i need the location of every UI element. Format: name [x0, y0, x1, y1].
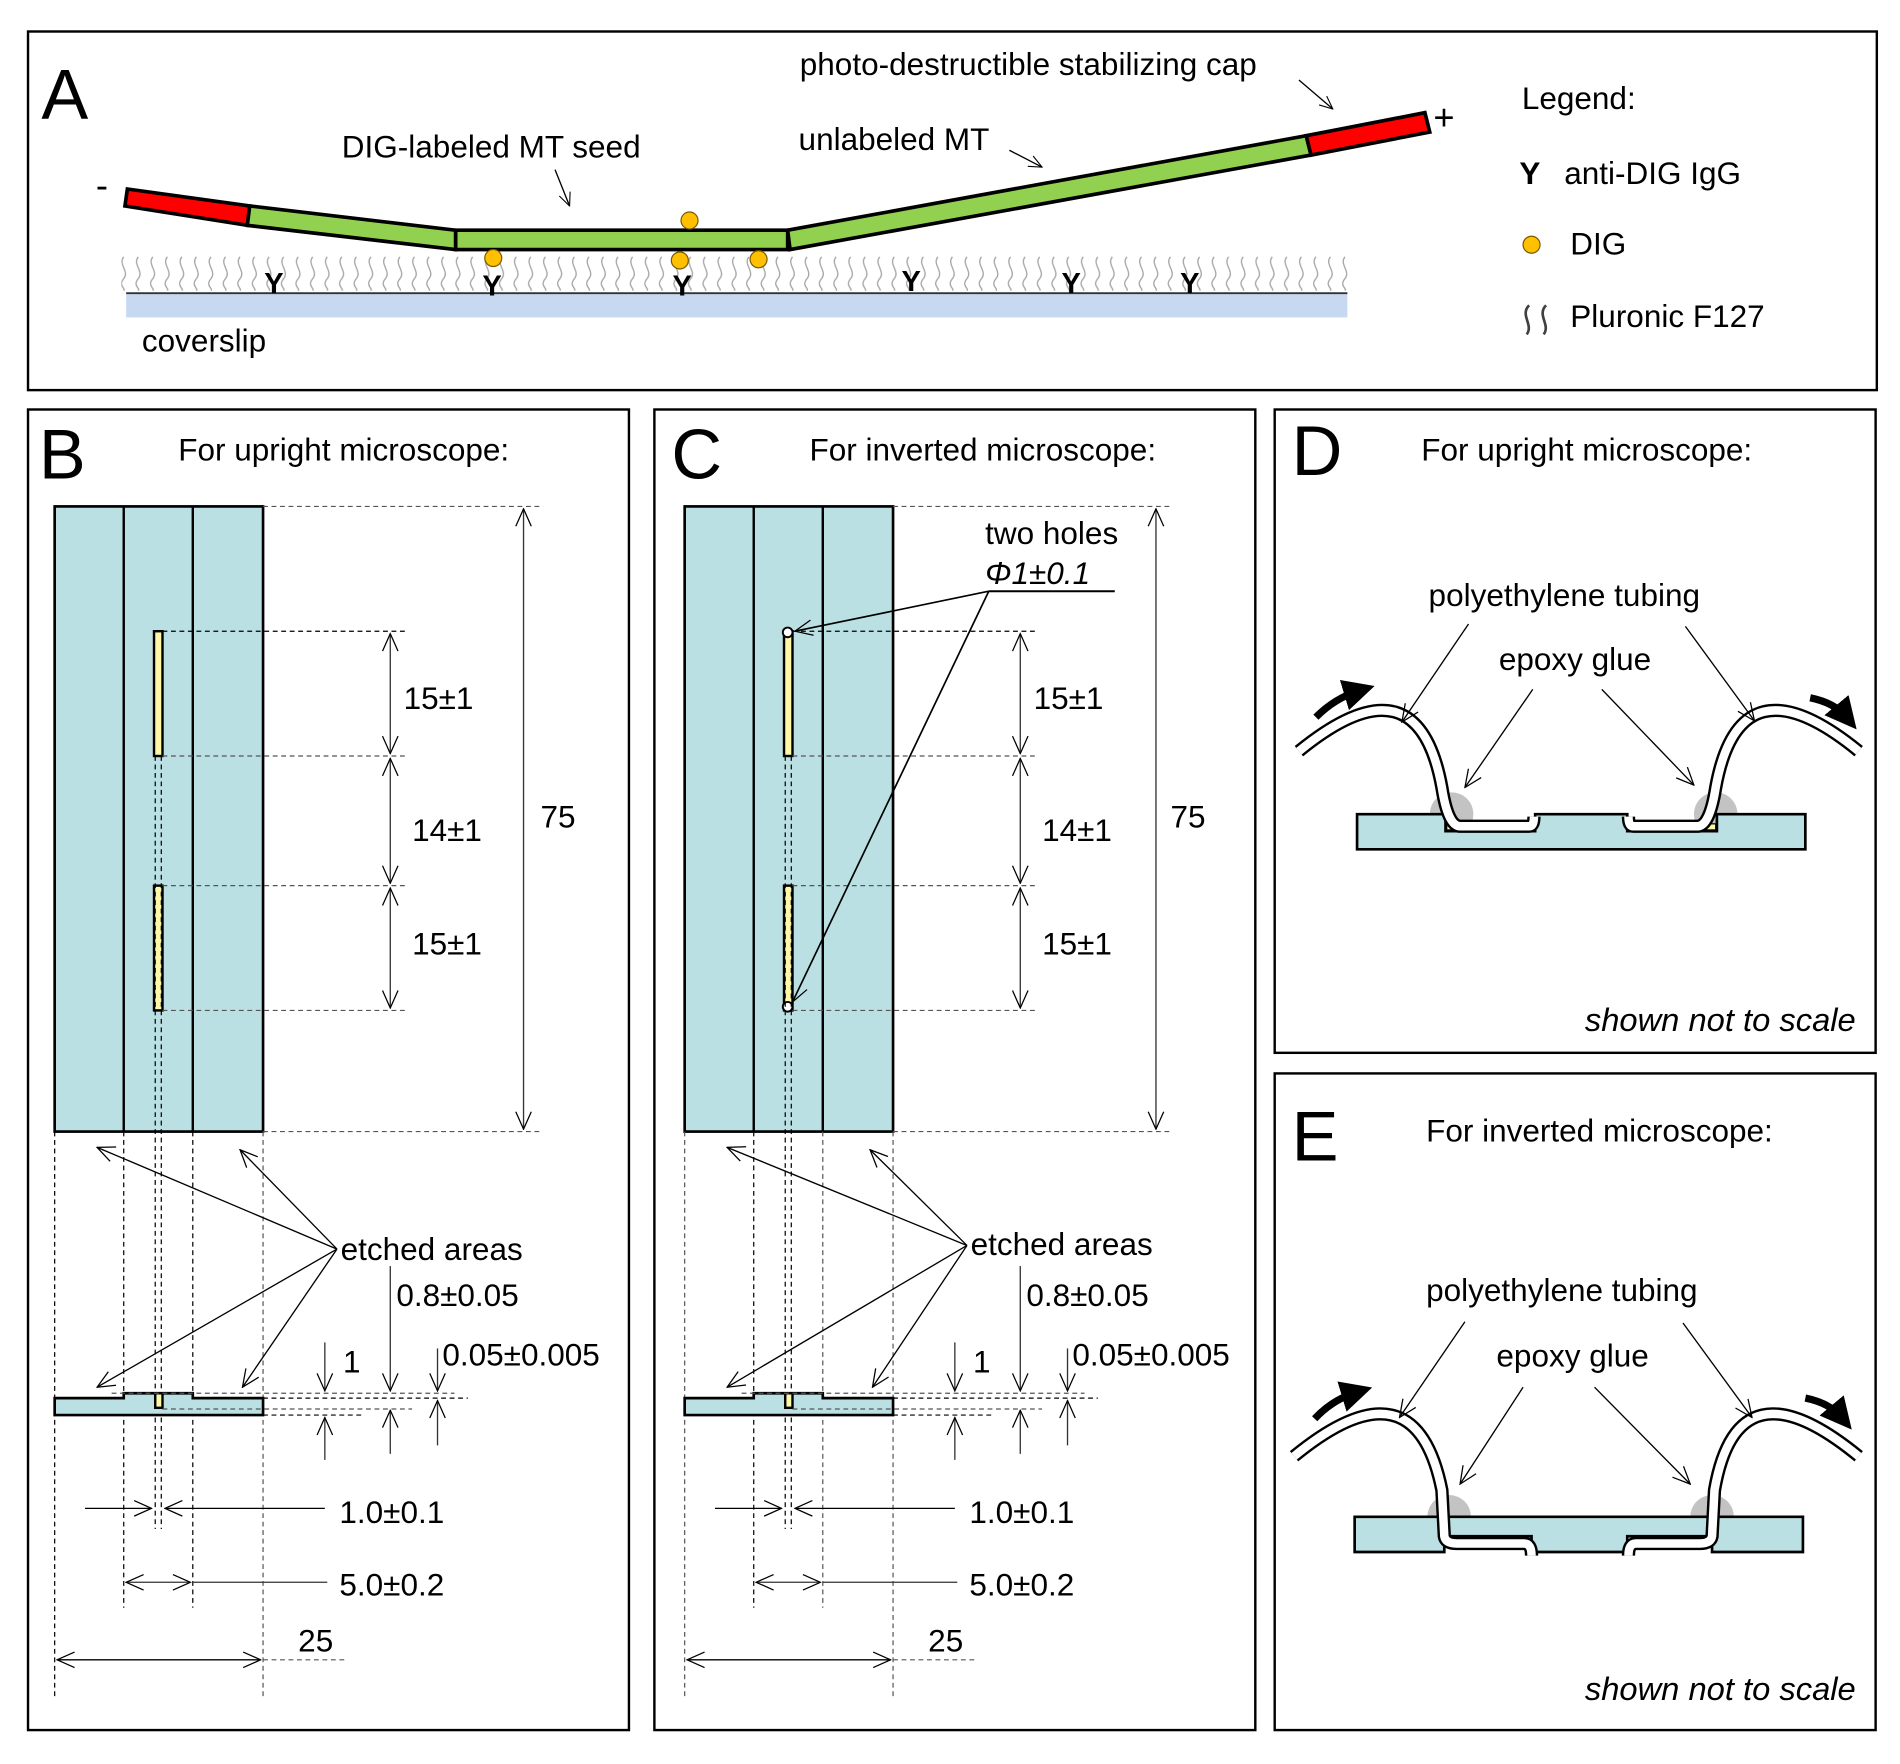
- flow-in-arrow-icon: [1312, 1381, 1373, 1422]
- panel-d-title: For upright microscope:: [1421, 431, 1752, 467]
- pluronic-layer: [121, 254, 1348, 294]
- panel-d-frame: [1273, 408, 1877, 1055]
- flow-out-arrow-icon: [1804, 1394, 1852, 1430]
- slide-cross-section: [1355, 812, 1807, 851]
- hole-icon: [781, 626, 794, 639]
- cap-arrow: [1298, 79, 1333, 109]
- dim-seg2: 15±1: [1042, 926, 1112, 962]
- glue-label: epoxy glue: [1499, 641, 1651, 677]
- channel-cross-section: [154, 1392, 164, 1410]
- seed-label: DIG-labeled MT seed: [342, 129, 641, 165]
- antibody-icon: Y: [264, 268, 283, 300]
- antibody-icon: Y: [673, 271, 692, 303]
- legend-pluronic-label: Pluronic F127: [1570, 298, 1764, 334]
- tubing-left: [1294, 703, 1541, 833]
- dim-depth-005: 0.05±0.005: [1072, 1336, 1229, 1372]
- legend-dig-label: DIG: [1570, 225, 1626, 261]
- dim-length-total: 75: [1171, 798, 1206, 834]
- etched-areas-label: etched areas: [971, 1226, 1153, 1262]
- dim-length-total: 75: [541, 798, 576, 834]
- panel-c: C For inverted microscope: two holes Φ1±…: [653, 408, 1257, 1732]
- tubing-label: polyethylene tubing: [1426, 1272, 1697, 1308]
- dig-dot-icon: [484, 248, 503, 268]
- dim-width-total: 25: [928, 1622, 963, 1658]
- tubing-right: [1621, 703, 1863, 833]
- panel-e-title: For inverted microscope:: [1426, 1112, 1773, 1148]
- antibody-icons: Y Y Y Y Y Y: [264, 266, 1199, 303]
- panel-c-letter: C: [671, 415, 722, 494]
- flow-in-arrow-icon: [1313, 680, 1375, 720]
- flow-out-arrow-icon: [1809, 694, 1857, 730]
- dim-gap: 14±1: [1042, 812, 1112, 848]
- dim-depth-08: 0.8±0.05: [396, 1277, 518, 1313]
- coverslip-label: coverslip: [142, 322, 266, 358]
- channel: [152, 884, 164, 1012]
- antibody-icon: Y: [482, 271, 501, 303]
- dim-width-total: 25: [298, 1622, 333, 1658]
- slide-cross-section: [1353, 1515, 1805, 1554]
- holes-label: two holes: [985, 515, 1118, 551]
- dig-dot-icon: [670, 251, 689, 270]
- panel-a-letter: A: [41, 55, 88, 134]
- dim-channel-width: 1.0±0.1: [339, 1494, 444, 1530]
- holes-diameter: Φ1±0.1: [985, 555, 1090, 591]
- panel-d-letter: D: [1292, 411, 1343, 490]
- unlabeled-mt-arrow: [1009, 149, 1042, 167]
- tubing-label: polyethylene tubing: [1429, 577, 1700, 613]
- antibody-icon: Y: [1519, 155, 1540, 191]
- legend: Legend: Y anti-DIG IgG DIG Pluronic F127: [1519, 80, 1765, 336]
- antibody-icon: Y: [1061, 268, 1080, 300]
- glue-label: epoxy glue: [1496, 1338, 1648, 1374]
- dim-seg2: 15±1: [412, 926, 482, 962]
- dim-channel-width: 1.0±0.1: [969, 1494, 1074, 1530]
- panel-e-letter: E: [1292, 1097, 1339, 1176]
- cap-label: photo-destructible stabilizing cap: [800, 46, 1257, 82]
- seed-arrow: [554, 169, 570, 206]
- panel-e-frame: [1273, 1072, 1877, 1732]
- coverslip: [126, 293, 1348, 318]
- legend-antibody-label: anti-DIG IgG: [1564, 155, 1741, 191]
- minus-end-label: -: [96, 164, 108, 205]
- dig-dot-icon: [1522, 235, 1541, 254]
- dim-depth-005: 0.05±0.005: [442, 1336, 599, 1372]
- channel: [152, 630, 164, 758]
- channel-cross-section: [784, 1392, 794, 1410]
- panel-b-title: For upright microscope:: [178, 431, 509, 467]
- dim-seg1: 15±1: [404, 680, 474, 716]
- slide-top-view: [683, 505, 895, 1133]
- antibody-icon: Y: [1180, 268, 1199, 300]
- not-to-scale-note: shown not to scale: [1585, 1001, 1856, 1038]
- dig-labeled-seed: [453, 228, 790, 252]
- dim-gap: 14±1: [412, 812, 482, 848]
- panel-d: D For upright microscope: polyethylene t…: [1273, 408, 1877, 1055]
- panel-b-letter: B: [39, 415, 86, 494]
- not-to-scale-note: shown not to scale: [1585, 1670, 1856, 1707]
- dim-etched-width: 5.0±0.2: [339, 1567, 444, 1603]
- dim-depth-1: 1: [973, 1344, 991, 1380]
- panel-b: B For upright microscope: 15±1 14±1 15±1…: [26, 408, 631, 1732]
- plus-end-cap: [1303, 110, 1432, 158]
- panel-a: A coverslip Y Y Y Y Y Y - + DIG-labeled …: [26, 30, 1879, 392]
- dig-dot-icon: [749, 250, 768, 269]
- unlabeled-mt-label: unlabeled MT: [799, 121, 990, 157]
- panel-e: E For inverted microscope: polyethylene …: [1273, 1072, 1877, 1732]
- channel: [782, 630, 794, 758]
- legend-title: Legend:: [1522, 80, 1636, 116]
- tubing-right: [1621, 1407, 1863, 1556]
- panel-c-title: For inverted microscope:: [809, 431, 1156, 467]
- slide-top-view: [53, 505, 265, 1133]
- dim-seg1: 15±1: [1034, 680, 1104, 716]
- etched-areas-label: etched areas: [341, 1231, 523, 1267]
- dim-depth-08: 0.8±0.05: [1026, 1277, 1148, 1313]
- dig-dot-icon: [680, 211, 699, 230]
- antibody-icon: Y: [902, 266, 921, 298]
- plus-end-label: +: [1433, 97, 1454, 138]
- dim-depth-1: 1: [343, 1344, 361, 1380]
- dim-etched-width: 5.0±0.2: [969, 1567, 1074, 1603]
- pluronic-icon: [1524, 304, 1548, 336]
- tubing-left: [1289, 1407, 1539, 1556]
